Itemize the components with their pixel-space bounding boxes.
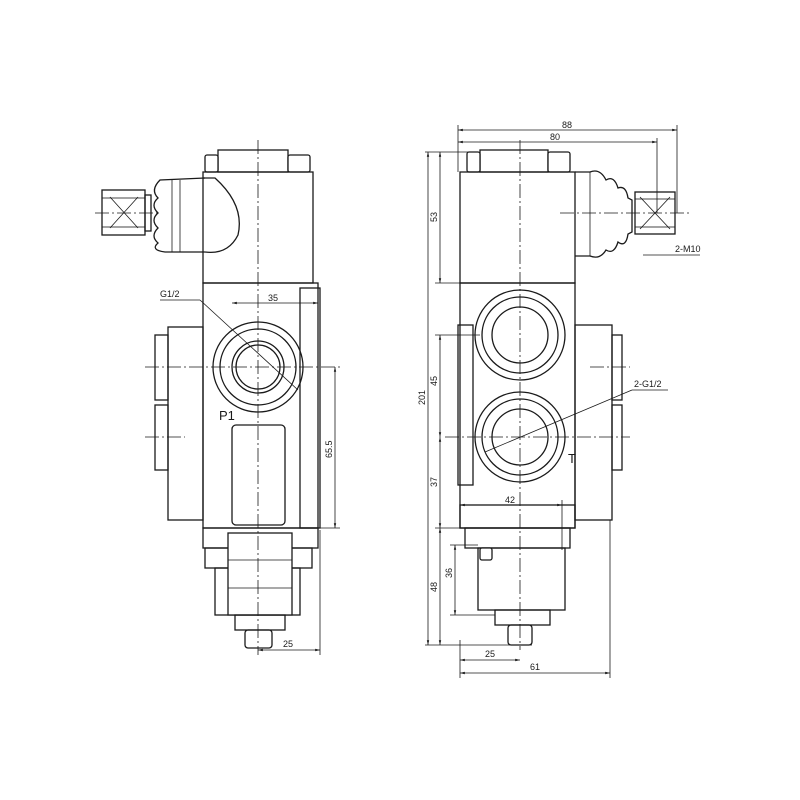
g12-leader-left [199,299,299,391]
dim-25-right: 25 [485,649,495,659]
left-bellows-boot [144,177,206,253]
left-bottom-cap [202,527,319,649]
dim-88: 88 [562,120,572,130]
left-port-label: P1 [219,408,235,423]
dim-25-left: 25 [283,639,293,649]
dim-35: 35 [268,293,278,303]
dim-48: 48 [429,582,439,592]
dim-61: 61 [530,662,540,672]
left-valve-body [154,282,321,529]
dim-201: 201 [417,390,427,405]
dim-53: 53 [429,212,439,222]
left-thread-label: G1/2 [160,289,180,299]
dim-80: 80 [550,132,560,142]
left-view: G1/2 P1 35 65.5 25 [95,140,340,655]
mount-label: 2-M10 [675,244,701,254]
dim-36: 36 [444,568,454,578]
left-connector [101,189,146,236]
right-bellows-boot [575,170,633,258]
dim-42: 42 [505,495,515,505]
right-bottom-cap [459,504,576,646]
dim-65-5: 65.5 [324,440,334,458]
right-view: 88 80 2-M10 53 201 45 37 48 36 42 25 61 … [417,120,701,678]
right-thread-label: 2-G1/2 [634,379,662,389]
right-solenoid-coil [459,149,576,284]
dim-45: 45 [429,376,439,386]
right-valve-body [457,282,623,529]
right-port-label: T [568,451,576,466]
dim-37: 37 [429,477,439,487]
